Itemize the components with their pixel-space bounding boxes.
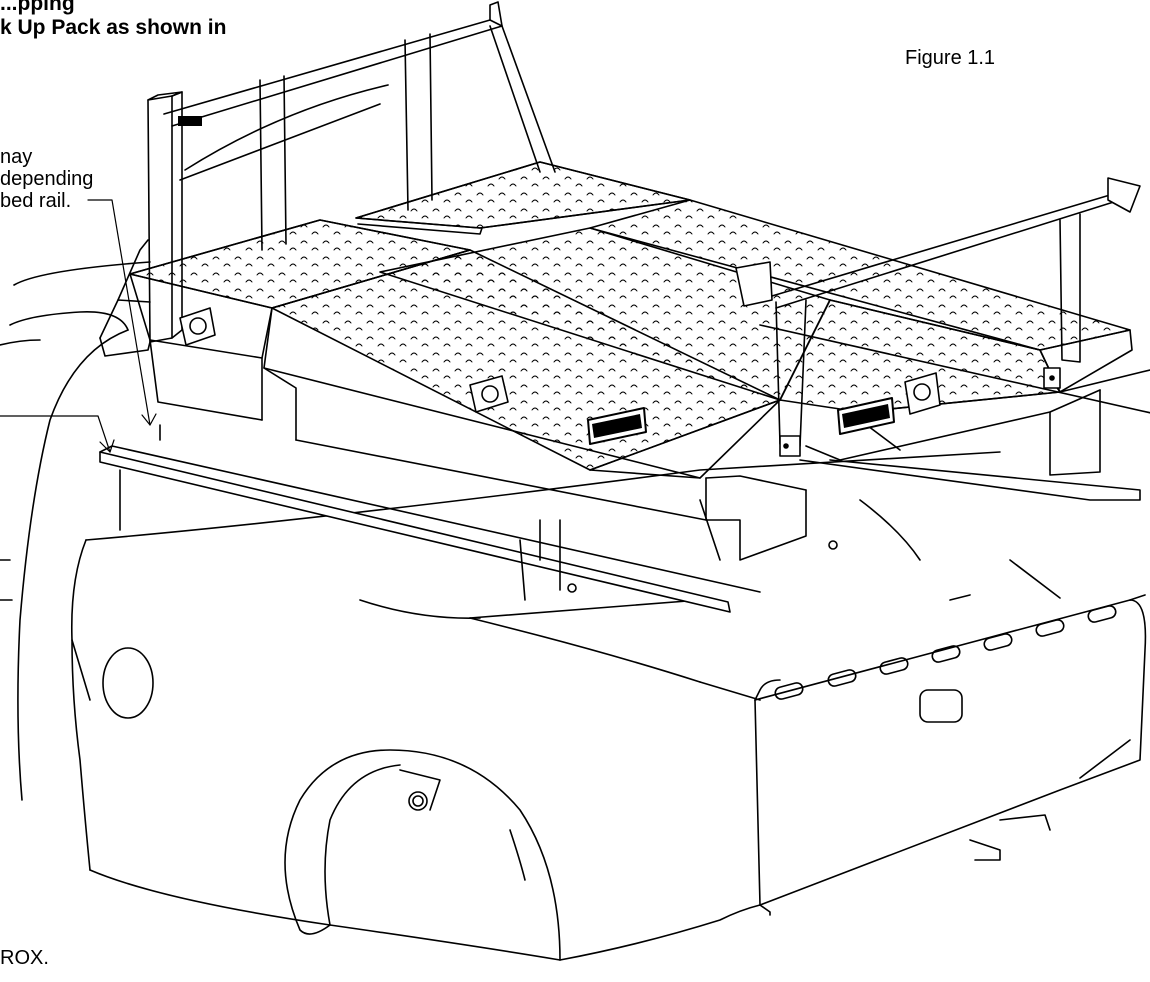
tailgate-handle <box>919 689 963 723</box>
right-mounting-rail <box>799 459 1141 501</box>
toolbox-outline <box>129 161 1133 561</box>
heading-line-2: k Up Pack as shown in <box>0 16 227 39</box>
truck-bed-body <box>0 261 1001 961</box>
side-mounting-rail <box>99 424 761 613</box>
ladder-rack <box>735 177 1150 457</box>
toolbox-latches <box>179 307 941 415</box>
callout-text-bottom: ROX. <box>0 947 49 969</box>
latch-center <box>481 385 499 403</box>
bed-plug <box>408 791 428 811</box>
callout-text-line-2: depending <box>0 168 94 190</box>
latch-right <box>913 383 931 401</box>
bed-interior <box>519 499 1061 601</box>
latch-left <box>189 317 207 335</box>
tailgate-stake-pockets <box>774 605 1117 700</box>
heading-line-1: ...pping <box>0 0 75 15</box>
rack-logo-badge <box>178 116 202 126</box>
tailgate <box>754 594 1147 916</box>
callout-leader-lines <box>0 199 157 453</box>
fuel-door <box>102 647 154 719</box>
figure-label: Figure 1.1 <box>905 47 996 69</box>
callout-text-line-1: nay <box>0 146 33 168</box>
toolbox-tread-lids <box>129 161 1131 471</box>
callout-text-line-3: bed rail. <box>0 190 72 212</box>
toolbox-logo-badges <box>587 397 895 445</box>
